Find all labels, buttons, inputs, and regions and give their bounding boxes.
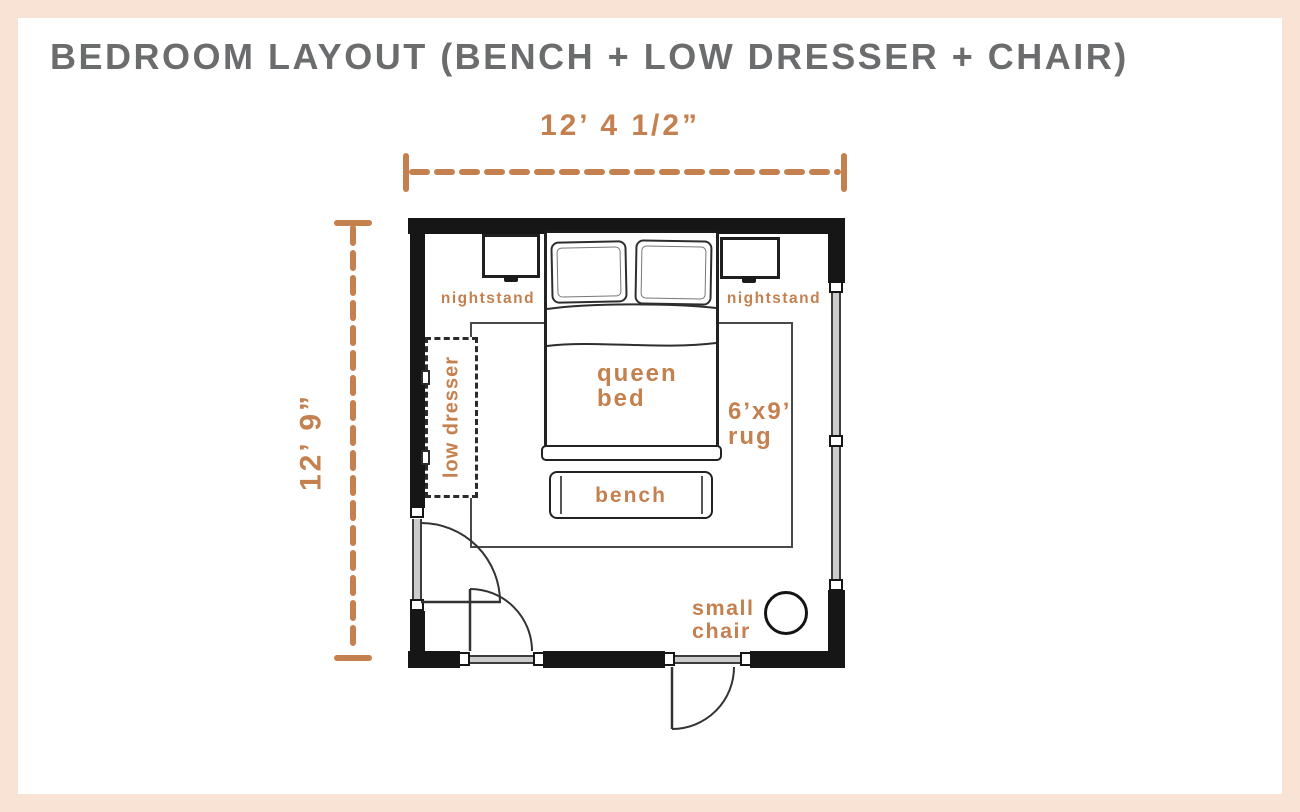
door-jamb <box>410 506 424 518</box>
window-mullion <box>829 435 843 447</box>
wall-bottom-middle <box>543 651 665 668</box>
door-jamb <box>410 599 424 611</box>
bottom-door-opening-right <box>674 655 741 664</box>
pillow-right <box>634 239 713 306</box>
queen-bed-label: queen bed <box>597 360 678 413</box>
low-dresser-label: low dresser <box>440 355 463 479</box>
left-door-opening <box>412 519 422 600</box>
bottom-door-opening-left <box>469 655 534 664</box>
nightstand-left <box>482 234 540 278</box>
door-jamb <box>533 652 545 666</box>
nightstand-right-label: nightstand <box>726 290 822 307</box>
pillow-left <box>550 240 628 304</box>
bench-arm-line <box>560 476 562 514</box>
wall-bottom-right <box>750 651 845 668</box>
window-mullion <box>829 281 843 293</box>
nightstand-left-knob <box>504 275 518 282</box>
door-swing-arc <box>671 666 735 730</box>
low-dresser <box>425 337 478 498</box>
door-jamb <box>458 652 470 666</box>
dresser-handle <box>421 370 430 385</box>
width-dimension-label: 12’ 4 1/2” <box>539 109 701 142</box>
rug-label: 6’x9’ rug <box>728 398 792 451</box>
window-mullion <box>829 579 843 591</box>
door-swing-arc <box>469 588 533 652</box>
page-title: BEDROOM LAYOUT (BENCH + LOW DRESSER + CH… <box>50 36 1129 77</box>
footboard <box>541 445 722 461</box>
nightstand-left-label: nightstand <box>440 290 536 307</box>
wall-left-upper <box>410 218 425 508</box>
wall-right-lower <box>828 590 845 668</box>
nightstand-right-knob <box>742 276 756 283</box>
wall-bottom-left <box>408 651 460 668</box>
bench <box>549 471 713 519</box>
small-chair <box>764 591 808 635</box>
nightstand-right <box>720 237 780 279</box>
wall-right-upper <box>828 218 845 283</box>
dresser-handle <box>421 450 430 465</box>
door-jamb <box>740 652 752 666</box>
wall-top <box>408 218 845 234</box>
height-dimension-label: 12’ 9” <box>294 392 328 492</box>
bench-label: bench <box>595 484 667 507</box>
bench-arm-line <box>701 476 703 514</box>
door-jamb <box>663 652 675 666</box>
small-chair-label: small chair <box>692 596 755 643</box>
